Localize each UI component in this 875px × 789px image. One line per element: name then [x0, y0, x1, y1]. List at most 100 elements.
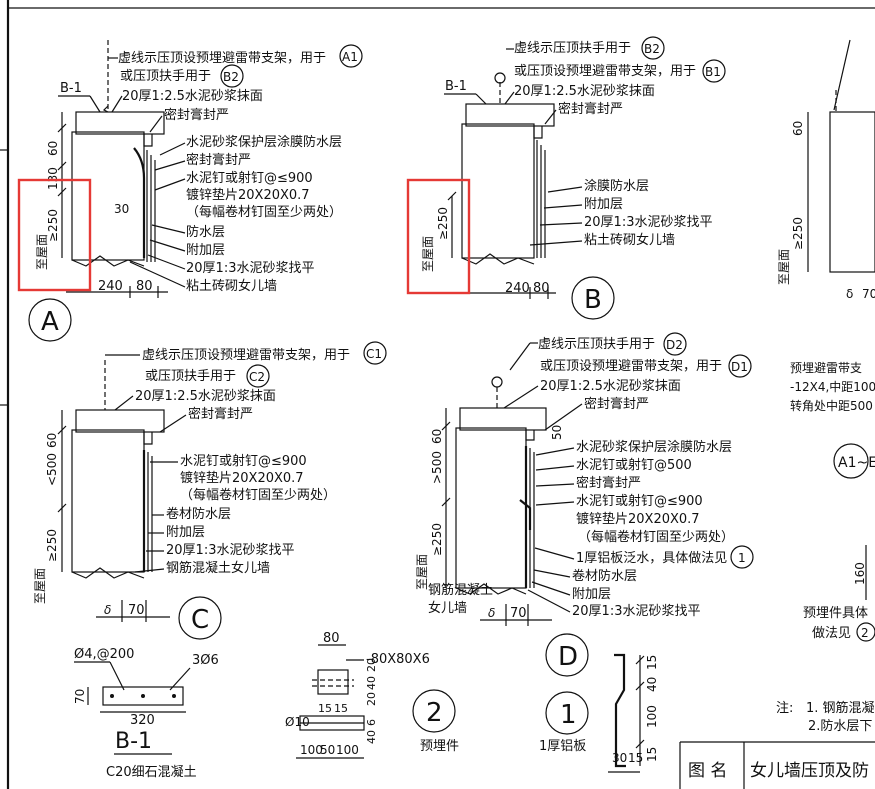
- dim-e-delta: δ: [846, 287, 853, 301]
- drawing-title: 女儿墙压顶及防: [750, 761, 869, 781]
- note-item-2: 2.防水层下: [808, 718, 872, 734]
- embed-plate: -80X80X6: [366, 652, 430, 667]
- dims-a: 60 130 ≥250 至屋面 30 240 80: [35, 112, 168, 298]
- leader-d-7: 密封膏封严: [576, 475, 641, 491]
- al-dim-15c: 15: [628, 751, 643, 765]
- leader-c-1: 虚线示压顶设预埋避雷带支架，用于: [142, 348, 350, 363]
- leader-a-13: 粘土砖砌女儿墙: [186, 278, 277, 294]
- leader-c-11: 钢筋混凝土女儿墙: [166, 560, 270, 576]
- title-block: 图 名 女儿墙压顶及防: [679, 741, 875, 789]
- leader-c-4: 密封膏封严: [188, 406, 253, 422]
- leader-a-5: 水泥砂浆保护层涂膜防水层: [186, 134, 342, 150]
- ref-b1: B1: [705, 65, 721, 79]
- wall-d: [455, 376, 547, 595]
- ref-e: A1~E: [838, 455, 875, 471]
- leader-b-6: 附加层: [584, 197, 623, 212]
- dim-d-50: 50: [550, 425, 564, 440]
- wall-a: [71, 40, 165, 267]
- dim-c-delta: δ: [104, 603, 111, 617]
- leader-a-10: 防水层: [186, 224, 225, 240]
- leader-d-3: 20厚1:2.5水泥砂浆抹面: [540, 379, 681, 394]
- highlight-box-b: [406, 178, 471, 295]
- dim-d-70: 70: [510, 606, 527, 621]
- dim-d-delta: δ: [488, 606, 495, 620]
- dim-a-30: 30: [114, 202, 129, 216]
- b1-dim-w: 320: [130, 713, 155, 728]
- b1-rebar: Ø4,@200: [74, 647, 134, 662]
- b1-bars: 3Ø6: [192, 653, 219, 668]
- wall-label-d-1: 钢筋混凝土: [428, 582, 493, 598]
- note-e-2: -12X4,中距100: [790, 379, 875, 394]
- floor-label-d: 至屋面: [415, 554, 429, 590]
- dim-e-160: 160: [853, 562, 867, 585]
- dim-d-60: 60: [430, 429, 444, 444]
- leaders-a: 虚线示压顶设预埋避雷带支架，用于 A1 或压顶扶手用于 B2 20厚1:2.5水…: [108, 44, 363, 294]
- al-dim-100: 100: [645, 705, 659, 728]
- embed-dim-b1: 100: [300, 743, 323, 757]
- ref-c1: C1: [366, 347, 382, 361]
- leader-b-2: 或压顶设预埋避雷带支架，用于: [514, 64, 696, 79]
- leaders-b: 虚线示压顶扶手用于 B2 或压顶设预埋避雷带支架，用于 B1 20厚1:2.5水…: [504, 36, 726, 248]
- al-caption: 1厚铝板: [539, 739, 586, 754]
- dim-a-240: 240: [98, 279, 123, 294]
- dims-b: ≥250 至屋面 240 80: [421, 191, 556, 299]
- ref-b2-b: B2: [644, 42, 660, 56]
- dim-a-250: ≥250: [46, 209, 60, 242]
- leader-a-7: 水泥钉或射钉@≤900: [186, 170, 313, 186]
- leader-b-4: 密封膏封严: [558, 101, 623, 117]
- dim-a-130: 130: [46, 167, 60, 190]
- dim-e-250: ≥250: [791, 217, 805, 250]
- detail-a: B-1 虚线示压顶设预埋避雷带支架，用于 A1 或压顶扶手用于 B2 20厚1:…: [17, 40, 363, 342]
- embed-dim-b3: 100: [336, 743, 359, 757]
- leader-d-4: 密封膏封严: [584, 396, 649, 412]
- detail-e-partial: 60 ≥250 至屋面 δ 70 预埋避雷带支 -12X4,中距100 转角处中…: [777, 39, 875, 642]
- dim-e-60: 60: [791, 121, 805, 136]
- embed-part: 80 -80X80X6 15 15 20 40 20 Ø10 40 6 100 …: [285, 631, 459, 759]
- dim-e-70: 70: [862, 287, 875, 301]
- b1-title: B-1: [115, 729, 152, 754]
- detail-mark-c: C: [191, 605, 209, 635]
- embed-dim-6: 6: [365, 719, 378, 726]
- leader-c-9: 附加层: [166, 525, 205, 540]
- wall-b: [461, 72, 555, 265]
- leader-a-12: 20厚1:3水泥砂浆找平: [186, 261, 314, 276]
- notes: 注: 1. 钢筋混凝 2.防水层下: [776, 700, 875, 734]
- detail-c: 虚线示压顶设预埋避雷带支架，用于 C1 或压顶扶手用于 C2 20厚1:2.5水…: [33, 341, 387, 640]
- dims-d: 60 50 >500 ≥250 至屋面 δ 70: [415, 408, 564, 626]
- detail-d: 虚线示压顶扶手用于 D2 或压顶设预埋避雷带支架，用于 D1 20厚1:2.5水…: [415, 332, 754, 677]
- embed-caption: 预埋件: [420, 739, 459, 754]
- leader-c-2: 或压顶扶手用于: [145, 369, 236, 384]
- leader-a-8: 镀锌垫片20X20X0.7: [186, 187, 310, 203]
- leader-d-11: 1厚铝板泛水，具体做法见: [576, 551, 727, 566]
- section-label-a: B-1: [60, 81, 82, 96]
- al-mark: 1: [560, 700, 577, 730]
- dim-b-80: 80: [533, 281, 550, 296]
- embed-dim-15a: 15: [318, 702, 332, 715]
- dim-b-240: 240: [505, 281, 530, 296]
- b1-section: Ø4,@200 3Ø6 70 320 B-1 C20细石混凝土: [73, 647, 219, 780]
- leader-d-2: 或压顶设预埋避雷带支架，用于: [540, 359, 722, 374]
- leader-a-4: 密封膏封严: [164, 107, 229, 123]
- embed-dim-v3: 20: [365, 658, 378, 672]
- floor-label-e: 至屋面: [777, 249, 791, 285]
- leader-c-8: 卷材防水层: [166, 506, 231, 522]
- leader-d-13: 附加层: [572, 587, 611, 602]
- note-e-3: 转角处中距500: [790, 398, 873, 413]
- leader-a-11: 附加层: [186, 243, 225, 258]
- dim-a-80: 80: [136, 279, 153, 294]
- section-label-b: B-1: [445, 79, 467, 94]
- al-flashing: 1 1厚铝板 15 40 100 15 30 15: [539, 653, 659, 773]
- dim-d-250: ≥250: [430, 523, 444, 556]
- detail-mark-d: D: [558, 642, 578, 672]
- leader-c-6: 镀锌垫片20X20X0.7: [180, 470, 304, 486]
- note-item-1: 1. 钢筋混凝: [806, 700, 875, 716]
- leader-c-5: 水泥钉或射钉@≤900: [180, 453, 307, 469]
- ref-d1: D1: [731, 360, 748, 374]
- dim-b-250: ≥250: [436, 207, 450, 240]
- leader-c-7: （每幅卷材钉固至少两处）: [180, 487, 336, 503]
- embed-dim-b2: 50: [320, 743, 335, 757]
- leader-c-10: 20厚1:3水泥砂浆找平: [166, 543, 294, 558]
- leader-a-9: （每幅卷材钉固至少两处）: [186, 204, 342, 220]
- dim-c-60: 60: [45, 433, 59, 448]
